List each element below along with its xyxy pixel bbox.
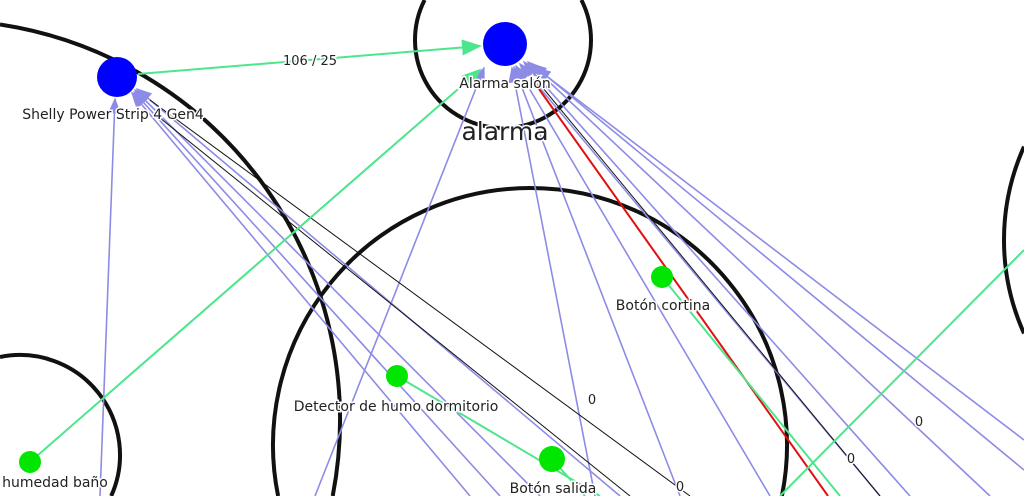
node-label: Shelly Power Strip 4 Gen4: [22, 107, 204, 123]
group-label: alarma: [461, 117, 548, 146]
edge: [149, 99, 691, 496]
node-detector-humo[interactable]: Detector de humo dormitorio: [292, 365, 500, 417]
edge: [159, 117, 631, 496]
edge-label: 0: [588, 393, 596, 408]
node-label: Alarma salón: [459, 76, 550, 92]
edge-label: 0: [676, 480, 684, 495]
node-label: humedad baño: [2, 475, 108, 491]
node-shelly-power-strip[interactable]: Shelly Power Strip 4 Gen4: [21, 57, 205, 125]
node-boton-cortina[interactable]: Botón cortina: [614, 266, 712, 316]
node-boton-salida[interactable]: Botón salida: [508, 446, 598, 496]
cluster-circle: [271, 186, 789, 496]
node-label: Botón salida: [510, 481, 597, 496]
edge-label: 0: [847, 452, 855, 467]
edge-label: 106 / 25: [283, 54, 337, 69]
node-alarma-salon[interactable]: Alarma salón: [458, 22, 552, 94]
cluster-circle: [1001, 145, 1024, 335]
edges-green: [29, 39, 1024, 496]
cluster-alarma: [413, 0, 593, 130]
edge-red: [533, 81, 829, 496]
node-label: Botón cortina: [616, 298, 710, 314]
cluster-circle: [0, 22, 342, 496]
node-label: Detector de humo dormitorio: [294, 399, 499, 415]
cluster-circle: [0, 353, 122, 496]
edge-label: 0: [915, 415, 923, 430]
edges-to-shelly: [99, 87, 621, 496]
edge: [537, 81, 881, 496]
node-humedad-bano[interactable]: humedad baño: [1, 451, 109, 493]
